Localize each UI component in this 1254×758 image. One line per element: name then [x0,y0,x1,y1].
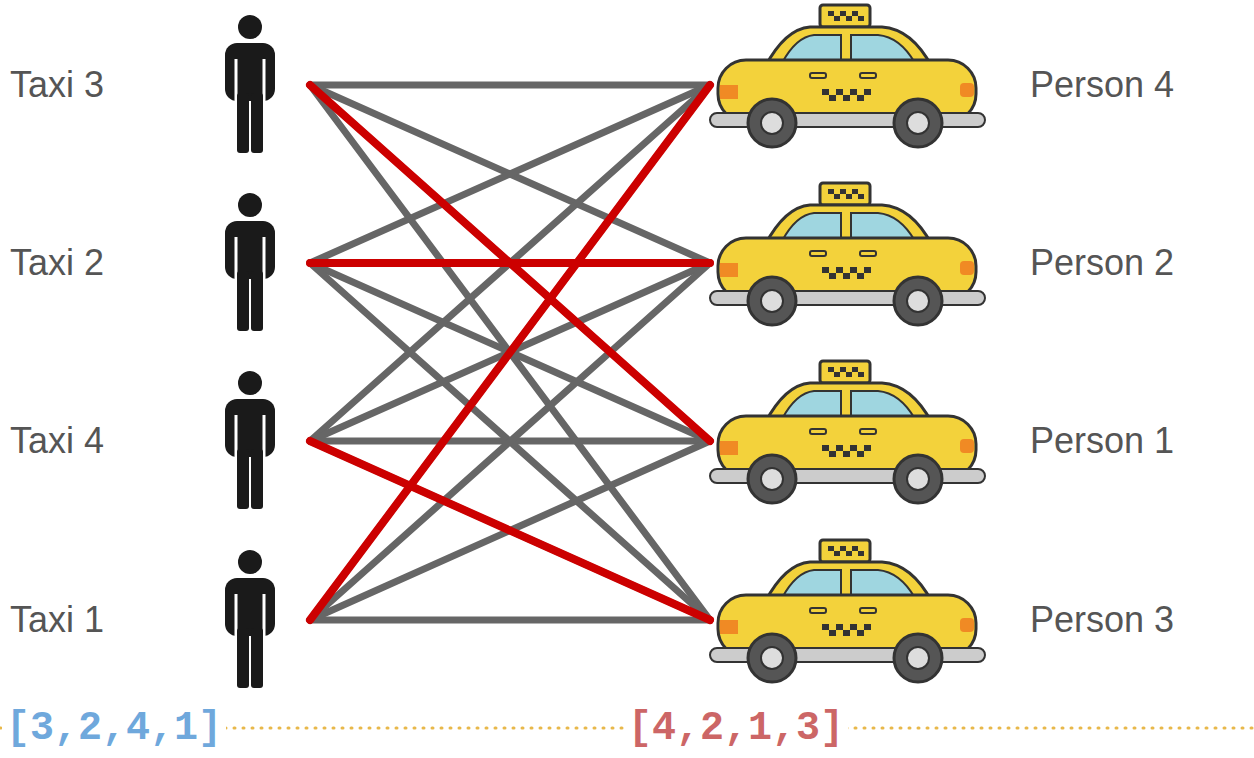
taxi-node: Person 3 [710,555,1244,685]
candidate-edge [310,263,710,620]
person-node: Taxi 1 [0,555,310,685]
candidate-edge [310,263,710,620]
person-icon [225,15,275,153]
taxi-node: Person 1 [710,376,1244,506]
array-label-holder: [3,2,4,1] [2,706,226,751]
candidate-edge [310,85,710,620]
candidate-edge [310,85,710,441]
taxi-icon [710,183,985,325]
node-label: Taxi 4 [10,420,104,462]
person-node: Taxi 2 [0,198,310,328]
candidate-edge [310,82,710,89]
taxi-icon [710,540,985,682]
candidate-edge [310,85,710,263]
taxi-icon [710,5,985,147]
array-label-holder: [4,2,1,3] [624,706,848,751]
candidate-edge [310,441,710,620]
candidate-edge [310,441,710,620]
node-label: Person 2 [1030,242,1174,284]
matching-edge [310,85,710,620]
taxi-node: Person 2 [710,198,1244,328]
taxi-node: Person 4 [710,20,1244,150]
person-node: Taxi 4 [0,376,310,506]
candidate-edge [310,85,710,263]
candidate-edge [310,617,710,624]
person-node: Taxi 3 [0,20,310,150]
person-icon [225,371,275,509]
candidate-edge [310,85,710,620]
person-icon [225,193,275,331]
matching-edge [310,441,710,620]
candidate-edge [310,260,710,267]
node-label: Person 1 [1030,420,1174,462]
node-label: Person 3 [1030,599,1174,641]
taxi-icon [710,361,985,503]
node-label: Taxi 1 [10,599,104,641]
matching-edge [310,85,710,441]
node-label: Taxi 2 [10,242,104,284]
candidate-edge [310,85,710,441]
person-icon [225,550,275,688]
matching-edge [310,259,710,267]
node-label: Taxi 3 [10,64,104,106]
array-label: [3,2,4,1] [2,706,226,751]
node-label: Person 4 [1030,64,1174,106]
array-label: [4,2,1,3] [624,706,848,751]
